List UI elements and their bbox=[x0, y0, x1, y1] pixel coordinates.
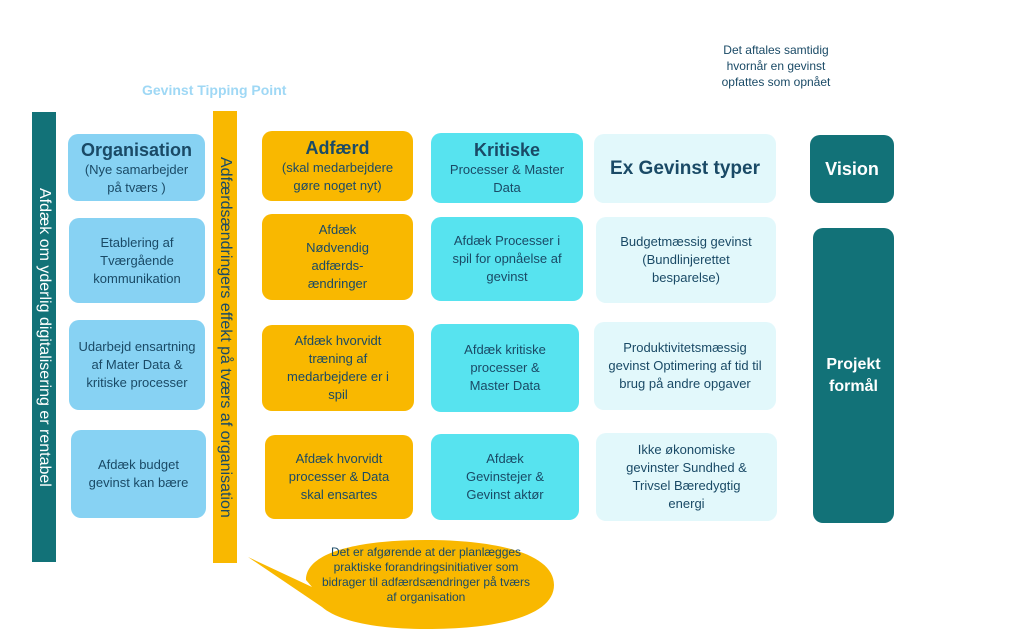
kritiske-title: Kritiske bbox=[473, 140, 541, 160]
vision-label: Vision bbox=[825, 159, 879, 179]
gevinst-item: Ikke økonomiske gevinster Sundhed & Triv… bbox=[596, 433, 777, 521]
middle-vertical-bar: Adfærdsændringers effekt på tværs af org… bbox=[213, 111, 237, 563]
callout-shape bbox=[248, 540, 554, 629]
top-note: Det aftales samtidig hvornår en gevinst … bbox=[721, 43, 831, 89]
kritiske-item: Afdæk Processer i spil for opnåelse af g… bbox=[431, 217, 583, 301]
gevinst-item: Budgetmæssig gevinst (Bundlinjerettet be… bbox=[596, 217, 776, 303]
organisation-item: Afdæk budget gevinst kan bære bbox=[71, 430, 206, 518]
kritiske-item: Afdæk kritiske processer & Master Data bbox=[431, 324, 579, 412]
adfaerd-item: Afdæk Nødvendig adfærds-ændringer bbox=[262, 214, 413, 300]
adfaerd-header: Adfærd (skal medarbejdere gøre noget nyt… bbox=[262, 131, 413, 201]
adfaerd-title: Adfærd bbox=[305, 138, 370, 158]
projekt-formaal-box: Projekt formål bbox=[813, 228, 894, 523]
adfaerd-subtitle: (skal medarbejdere gøre noget nyt) bbox=[281, 160, 394, 193]
gevinst-title: Ex Gevinst typer bbox=[610, 157, 760, 179]
left-bar-label: Afdæk om yderlig digitalisering er renta… bbox=[36, 187, 53, 487]
kritiske-item: Afdæk Gevinstejer & Gevinst aktør bbox=[431, 434, 579, 520]
organisation-title: Organisation bbox=[80, 139, 192, 160]
kritiske-subtitle: Processer & Master Data bbox=[449, 162, 565, 195]
organisation-item: Udarbejd ensartning af Mater Data & krit… bbox=[69, 320, 205, 410]
kritiske-header: Kritiske Processer & Master Data bbox=[431, 133, 583, 203]
vision-box: Vision bbox=[810, 135, 894, 203]
adfaerd-item: Afdæk hvorvidt træning af medarbejdere e… bbox=[262, 325, 414, 411]
left-vertical-bar: Afdæk om yderlig digitalisering er renta… bbox=[32, 112, 56, 562]
organisation-item: Etablering af Tværgående kommunikation bbox=[69, 218, 205, 303]
organisation-subtitle: (Nye samarbejder på tværs ) bbox=[84, 161, 189, 195]
tipping-point-label: Gevinst Tipping Point bbox=[142, 82, 287, 98]
organisation-header: Organisation (Nye samarbejder på tværs ) bbox=[68, 134, 205, 201]
adfaerd-item: Afdæk hvorvidt processer & Data skal ens… bbox=[265, 435, 413, 519]
callout-bubble bbox=[248, 540, 554, 629]
callout-text: Det er afgørende at der planlægges prakt… bbox=[321, 545, 531, 604]
projekt-formaal-label: Projekt formål bbox=[826, 355, 881, 395]
gevinst-item: Produktivitetsmæssig gevinst Optimering … bbox=[594, 322, 776, 410]
gevinst-header: Ex Gevinst typer bbox=[594, 134, 776, 203]
middle-bar-label: Adfærdsændringers effekt på tværs af org… bbox=[217, 156, 234, 518]
